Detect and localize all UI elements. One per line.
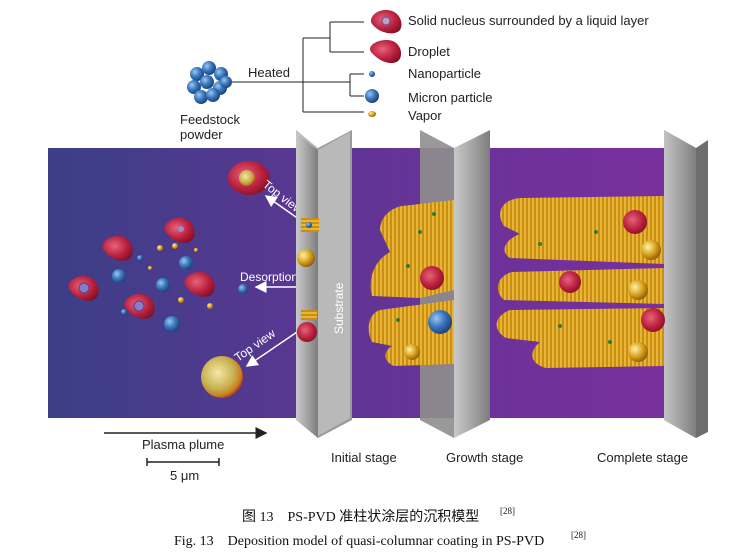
vapor-particle — [172, 243, 178, 249]
growth-stage-label: Growth stage — [446, 450, 523, 465]
initial-stage-label: Initial stage — [331, 450, 397, 465]
vapor-particle — [148, 266, 152, 270]
powder-label: powder — [180, 127, 223, 142]
nanoparticle-icon — [369, 71, 375, 77]
micron-particle — [164, 316, 180, 332]
deposited-particle — [297, 249, 315, 267]
heated-label: Heated — [248, 65, 290, 80]
solid-nucleus-legend-label: Solid nucleus surrounded by a liquid lay… — [408, 13, 649, 28]
plasma-plume-label: Plasma plume — [142, 437, 224, 452]
caption-chinese: 图 13 PS-PVD 准柱状涂层的沉积模型 — [242, 509, 479, 525]
plasma-plume-indicator: Plasma plume — [104, 427, 268, 452]
vapor-particle — [194, 248, 198, 252]
deposited-droplet — [297, 322, 317, 342]
solid-nucleus-particle — [68, 276, 99, 301]
feedstock-label: Feedstock — [180, 112, 240, 127]
top-view-micron-particle — [201, 356, 243, 398]
droplet-particle — [164, 218, 195, 243]
vapor-legend-label: Vapor — [408, 108, 442, 123]
desorbed-particle — [238, 284, 248, 294]
plasma-particles — [68, 218, 248, 332]
vapor-icon — [368, 111, 376, 117]
vapor-particle — [207, 303, 213, 309]
droplet-icon — [370, 40, 402, 64]
growth-stage-panel — [368, 130, 490, 438]
vapor-particle — [157, 245, 163, 251]
micron-particle — [156, 278, 170, 292]
droplet-legend-label: Droplet — [408, 44, 450, 59]
complete-stage-label: Complete stage — [597, 450, 688, 465]
caption-english: Fig. 13 Deposition model of quasi-column… — [174, 534, 544, 549]
micron-particle — [112, 269, 126, 283]
nanoparticle — [121, 309, 127, 315]
micron-particle-icon — [365, 89, 379, 103]
caption-english-ref: [28] — [571, 530, 586, 540]
scale-bar: 5 μm — [146, 458, 220, 483]
nanoparticle — [137, 255, 143, 261]
caption-chinese-ref: [28] — [500, 506, 515, 516]
scale-bar-label: 5 μm — [170, 468, 199, 483]
micron-particle — [179, 256, 193, 270]
complete-stage-panel — [496, 130, 708, 438]
droplet-particle — [184, 272, 215, 297]
tree-lines — [232, 21, 364, 113]
feedstock-powder-icon — [187, 61, 232, 104]
droplet-particle — [102, 236, 133, 261]
micron-particle-legend-label: Micron particle — [408, 90, 493, 105]
coating-deposit — [301, 310, 317, 320]
feedstock-legend: Feedstock powder Heated Solid nucleus — [180, 10, 649, 142]
solid-nucleus-particle — [124, 294, 155, 319]
substrate-label: Substrate — [332, 282, 346, 334]
nanoparticle-legend-label: Nanoparticle — [408, 66, 481, 81]
top-view-droplet — [228, 161, 270, 195]
initial-stage-panel: Substrate — [296, 130, 352, 438]
desorption-label: Desorption — [240, 270, 298, 284]
solid-nucleus-icon — [370, 10, 402, 34]
vapor-particle — [178, 297, 184, 303]
